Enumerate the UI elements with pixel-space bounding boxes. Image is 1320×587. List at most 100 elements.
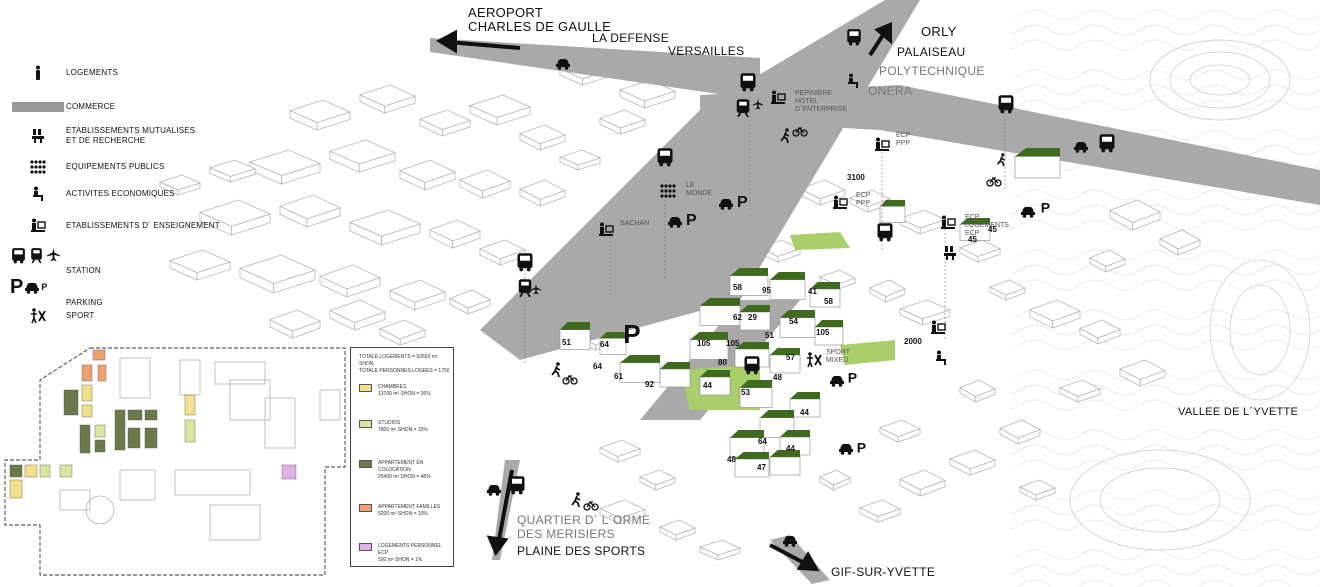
city-block xyxy=(208,159,257,183)
p-icon: P xyxy=(735,193,751,211)
housing-count: 105 xyxy=(816,328,830,337)
city-block xyxy=(358,84,417,114)
housing-count: 41 xyxy=(808,287,817,296)
housing-block xyxy=(1014,148,1061,179)
place-aeroport: AEROPORT CHARLES DE GAULLE xyxy=(468,5,612,34)
housing-count: 105 xyxy=(697,339,711,348)
city-block xyxy=(988,279,1027,301)
plan-swatch xyxy=(59,464,73,478)
economic-activity-icon xyxy=(933,350,949,366)
plan-swatch xyxy=(9,479,23,499)
city-block xyxy=(458,169,512,199)
tag-pepiniere: PEPINIERE HOTEL D´ENTERPRISE xyxy=(795,90,848,113)
plan-swatch xyxy=(9,464,23,478)
city-block xyxy=(328,139,397,173)
train-icon xyxy=(733,98,753,118)
bike-icon xyxy=(562,370,578,386)
legend-label: PARKING xyxy=(66,298,103,307)
research-icon xyxy=(942,245,958,261)
place-plaine-sports: PLAINE DES SPORTS xyxy=(517,544,646,558)
city-block xyxy=(288,99,352,131)
housing-block xyxy=(619,355,661,383)
housing-count: 58 xyxy=(824,297,833,306)
city-block xyxy=(168,249,232,281)
car-icon xyxy=(718,195,734,211)
economic-activity-icon xyxy=(845,73,861,89)
city-block xyxy=(878,419,922,443)
plan-swatch xyxy=(114,409,126,451)
place-orly: ORLY xyxy=(921,24,957,39)
key-swatch xyxy=(359,460,372,468)
p-icon: P xyxy=(855,439,869,455)
housing-block xyxy=(769,450,801,476)
housing-count: 48 xyxy=(727,455,736,464)
housing-blocks xyxy=(559,148,1061,478)
plan-swatch xyxy=(127,427,141,449)
housing-block xyxy=(559,322,591,350)
research-icon xyxy=(10,125,66,147)
p-icon: P xyxy=(846,369,860,385)
housing-count: 45 xyxy=(968,235,977,244)
plane-icon xyxy=(530,282,542,295)
economic-activity-icon xyxy=(10,183,66,205)
housing-block xyxy=(689,332,729,360)
plan-swatch xyxy=(97,364,107,382)
housing-block xyxy=(779,310,816,338)
plan-swatch xyxy=(92,349,106,361)
legend-item-enseignement: ETABLISSEMENTS D´ ENSEIGNEMENT xyxy=(10,215,220,237)
housing-count: 64 xyxy=(593,362,602,371)
place-onera: ONERA xyxy=(868,84,913,98)
city-block xyxy=(398,159,457,191)
housing-block xyxy=(729,268,769,296)
legend-label: SPORT xyxy=(66,311,95,320)
housing-count: 47 xyxy=(757,463,766,472)
bus-icon xyxy=(1097,133,1117,153)
bus-icon xyxy=(738,72,758,92)
city-block xyxy=(348,209,422,246)
legend-label: COMMERCE xyxy=(66,102,116,111)
plan-swatch xyxy=(81,384,93,402)
city-block xyxy=(898,299,952,326)
plan-swatch xyxy=(184,419,196,443)
key-totals: TOTALE LOGEMENTS = 52600 m² SHON TOTALE … xyxy=(359,354,450,374)
car-icon xyxy=(555,55,571,71)
terrain-contours xyxy=(1010,0,1320,587)
housing-count: 29 xyxy=(748,313,757,322)
city-blocks xyxy=(158,59,1201,561)
city-block xyxy=(1058,379,1102,403)
housing-block xyxy=(599,332,627,355)
city-block xyxy=(869,279,906,303)
legend-item-commerce: COMMERCE xyxy=(10,96,115,118)
city-block xyxy=(388,279,447,311)
city-block xyxy=(999,419,1041,445)
key-swatch xyxy=(359,504,372,512)
city-block xyxy=(248,149,322,185)
legend-item-mutualises: ETABLISSEMENTS MUTUALISES ET DE RECHERCH… xyxy=(10,125,195,147)
svg-text:P: P xyxy=(857,440,866,454)
housing-count: 54 xyxy=(789,317,798,326)
key-row: LOGEMENTS PERSONNEL ECP 500 m² SHON = 1% xyxy=(359,543,442,564)
legend-label: LOGEMENTS xyxy=(66,68,119,77)
plan-swatch xyxy=(281,464,297,480)
key-label: CHAMBRES 13700 m² SHON = 26% xyxy=(378,384,431,397)
train-icon xyxy=(515,278,535,298)
bike-icon xyxy=(583,496,599,512)
housing-block xyxy=(879,200,906,223)
teaching-icon xyxy=(930,320,946,336)
city-block xyxy=(598,499,647,525)
plan-swatch xyxy=(81,364,93,382)
housing-key: TOTALE LOGEMENTS = 52600 m² SHON TOTALE … xyxy=(350,347,454,567)
runner-icon xyxy=(569,492,585,508)
housing-block xyxy=(739,380,773,408)
count-2000: 2000 xyxy=(904,337,922,346)
key-row: APPARTEMENT FAMILLES 5200 m² SHON = 10% xyxy=(359,504,440,518)
housing-count: 61 xyxy=(614,372,623,381)
key-swatch xyxy=(359,543,372,551)
legend-label: ETABLISSEMENTS MUTUALISES ET DE RECHERCH… xyxy=(66,126,196,145)
public-equipment-icon xyxy=(660,183,676,199)
city-block xyxy=(518,124,567,151)
tag-ecp-ppp-mid: ECP PPP xyxy=(856,192,871,207)
city-block xyxy=(819,469,851,491)
site-plan-inset xyxy=(4,347,346,576)
